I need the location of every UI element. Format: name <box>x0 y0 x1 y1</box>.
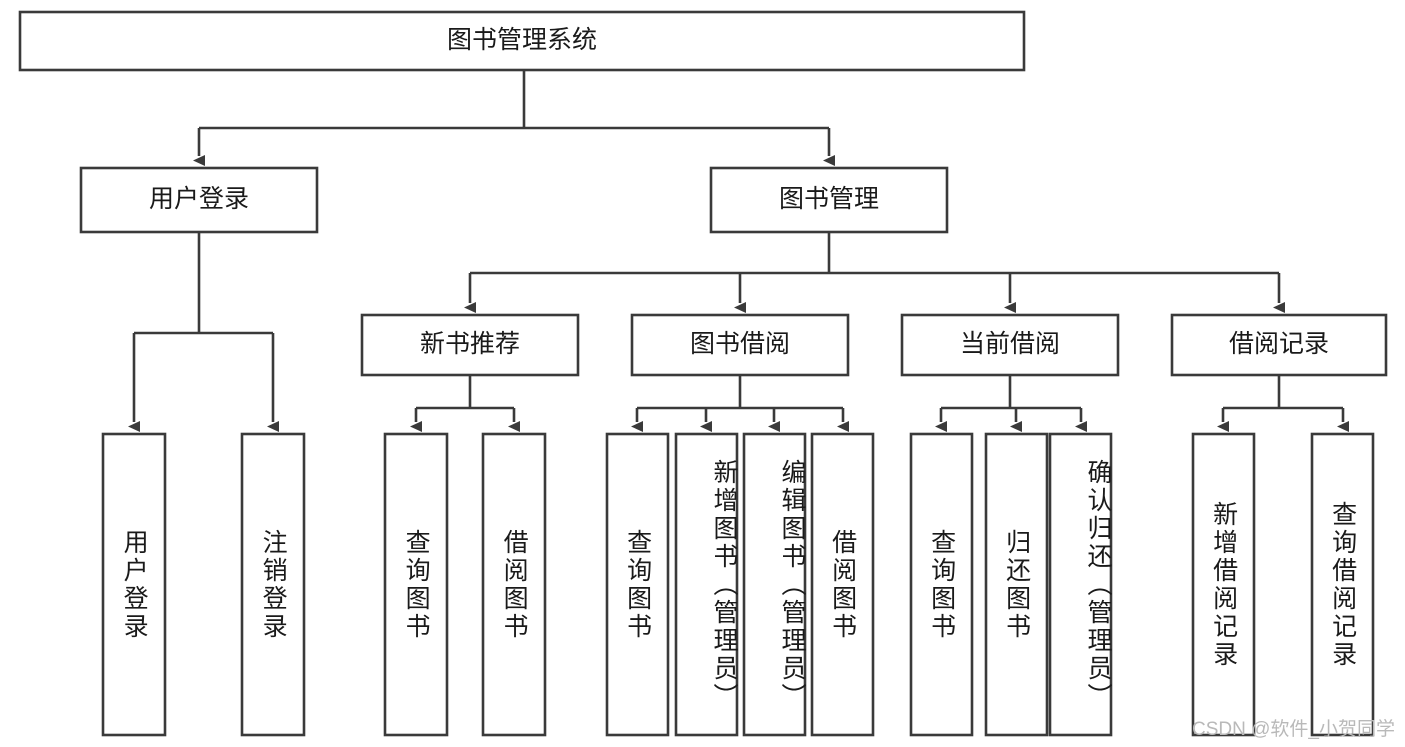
node-box-leaf-add-book[interactable] <box>674 432 739 737</box>
node-box-book-borrow[interactable] <box>630 313 850 377</box>
node-box-leaf-query-book-2[interactable] <box>605 432 670 737</box>
node-box-leaf-borrow-book-1[interactable] <box>481 432 547 737</box>
node-box-leaf-confirm-return[interactable] <box>1048 432 1113 737</box>
node-box-user-login[interactable] <box>79 166 319 234</box>
node-box-new-book-recommend[interactable] <box>360 313 580 377</box>
node-box-leaf-query-book-3[interactable] <box>909 432 974 737</box>
node-box-root[interactable] <box>18 10 1026 72</box>
node-box-leaf-borrow-book-2[interactable] <box>810 432 875 737</box>
node-box-leaf-return-book[interactable] <box>984 432 1049 737</box>
node-box-leaf-edit-book[interactable] <box>742 432 807 737</box>
node-box-current-borrow[interactable] <box>900 313 1120 377</box>
node-box-leaf-user-login[interactable] <box>101 432 167 737</box>
node-box-leaf-user-logout[interactable] <box>240 432 306 737</box>
node-box-leaf-query-record[interactable] <box>1310 432 1375 737</box>
node-box-leaf-query-book-1[interactable] <box>383 432 449 737</box>
node-box-borrow-record[interactable] <box>1170 313 1388 377</box>
node-box-leaf-add-record[interactable] <box>1191 432 1256 737</box>
node-box-book-management[interactable] <box>709 166 949 234</box>
